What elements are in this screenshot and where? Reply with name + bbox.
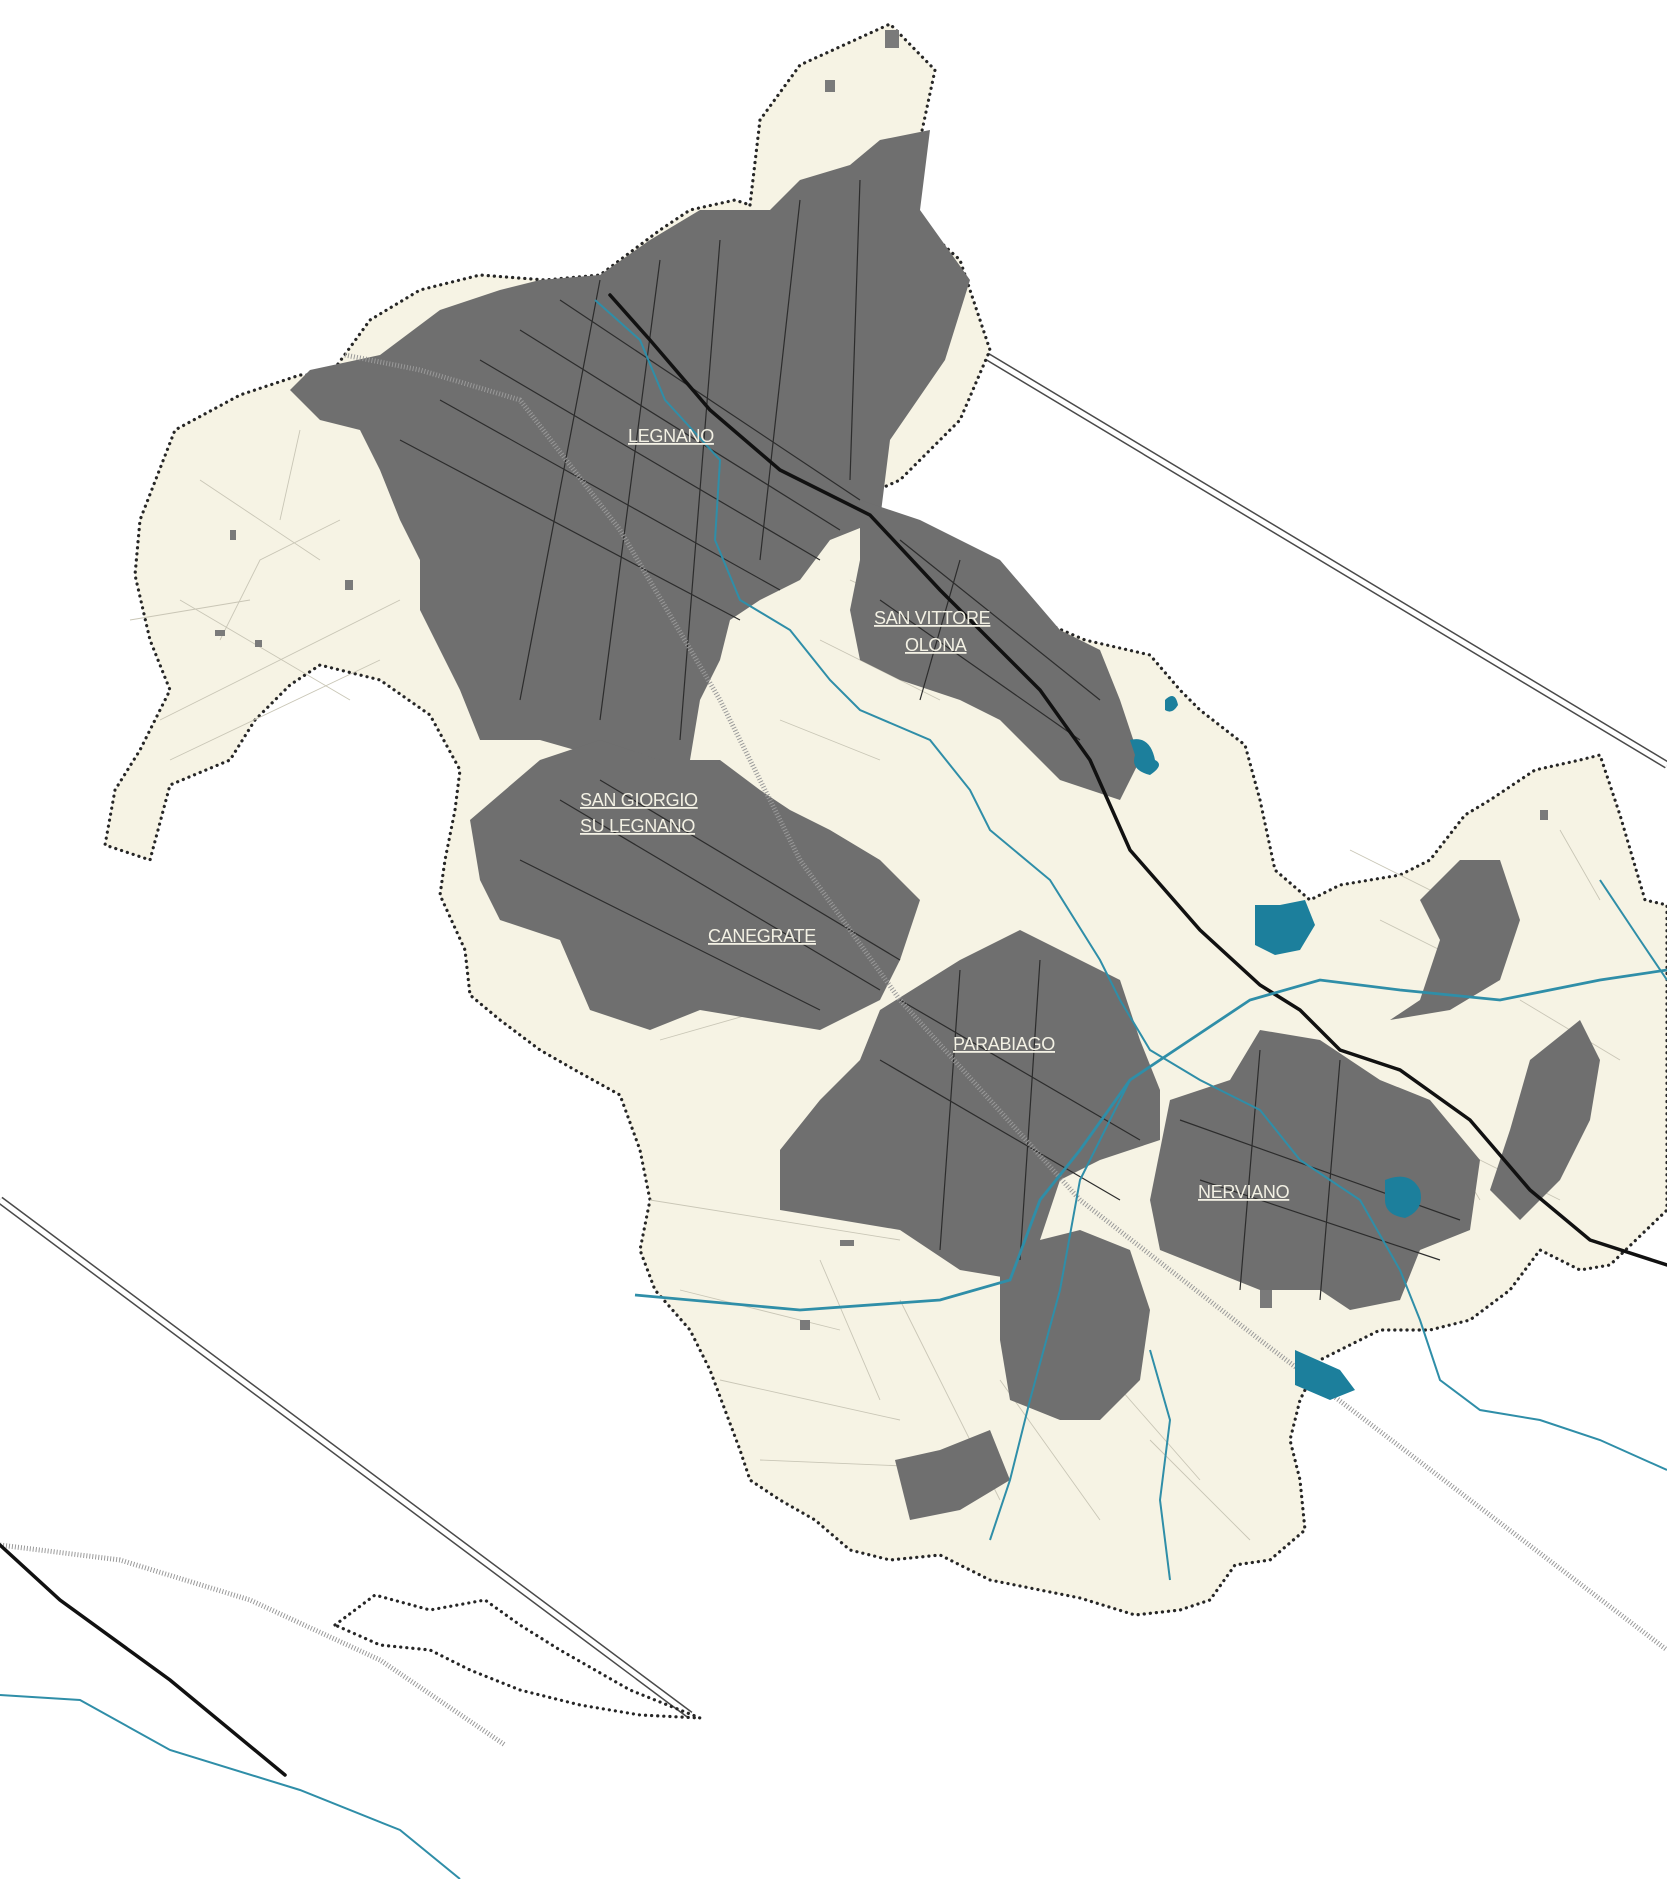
river-olona: [594, 299, 1667, 1471]
urban-area-far-east: [1490, 1020, 1600, 1220]
main-railway-south: [0, 1543, 287, 1777]
urban-area-parabiago: [780, 930, 1160, 1280]
canal-branch-1: [989, 1079, 1131, 1541]
lake-4: [1385, 1176, 1421, 1218]
urban-area-east: [1390, 860, 1520, 1020]
label-nerviano: NERVIANO: [1198, 1182, 1290, 1202]
water-bodies: [1130, 696, 1421, 1400]
main-railway: [608, 293, 1667, 1267]
label-canegrate: CANEGRATE: [708, 926, 816, 946]
river-east-branch: [1599, 879, 1667, 981]
urban-fabric: [290, 130, 1600, 1520]
canal-branch-2: [1149, 1349, 1172, 1581]
urban-area-south-fragment: [895, 1430, 1010, 1520]
label-san-vittore-line1: SAN VITTORE: [874, 608, 991, 628]
urban-area-legnano: [290, 130, 970, 780]
urban-area-san-giorgio-canegrate: [470, 740, 920, 1030]
lake-2: [1130, 739, 1159, 775]
label-legnano: LEGNANO: [628, 426, 714, 446]
river-south: [0, 1694, 461, 1879]
urban-area-parabiago-south: [1000, 1230, 1150, 1420]
canal-villoresi: [634, 968, 1667, 1312]
isolated-buildings: [215, 30, 1548, 1330]
label-parabiago: PARABIAGO: [953, 1034, 1055, 1054]
label-san-vittore-line2: OLONA: [905, 635, 967, 655]
urban-street-grid: [399, 179, 1461, 1301]
lake-5: [1295, 1350, 1355, 1400]
highway-south: [0, 1196, 693, 1719]
lake-1: [1165, 696, 1178, 712]
label-san-giorgio-line2: SU LEGNANO: [580, 816, 695, 836]
urban-area-san-vittore-olona: [850, 500, 1140, 800]
hatched-railway-south: [0, 1542, 507, 1748]
lake-3: [1255, 900, 1315, 955]
boundary-fragment-south: [331, 1593, 701, 1720]
label-san-giorgio-line1: SAN GIORGIO: [580, 790, 698, 810]
